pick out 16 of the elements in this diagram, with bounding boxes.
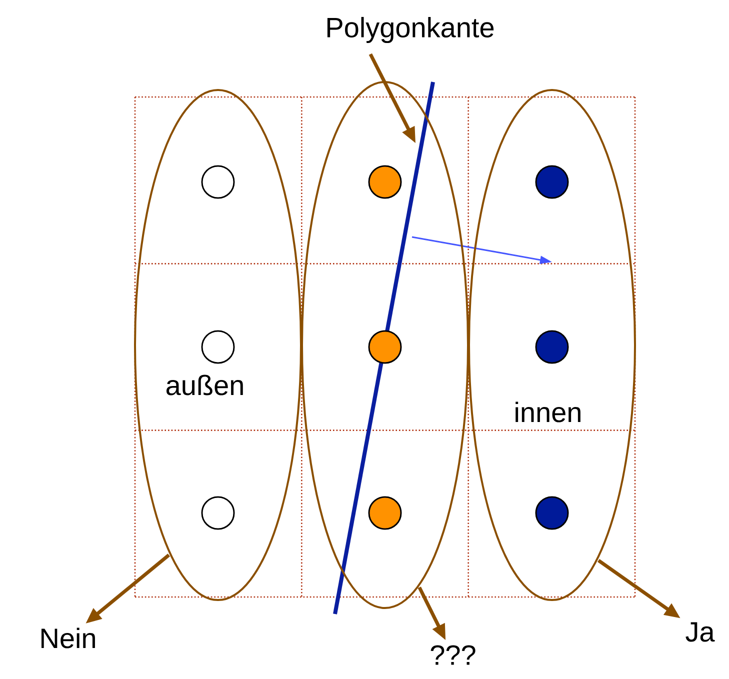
sample-point [535,165,569,199]
text-label: Polygonkante [327,16,494,44]
text-label: Ja [686,622,715,642]
sample-point [201,330,235,364]
region-label: innen [516,402,580,422]
sample-point [201,165,235,199]
text-label: ??? [430,645,476,665]
sample-point [368,165,402,199]
ellipse [301,81,469,609]
sample-point [535,330,569,364]
sample-point [368,330,402,364]
sample-point [535,496,569,530]
sample-point [368,496,402,530]
region-label: außen [166,374,243,396]
sample-point [201,496,235,530]
text-label: Nein [42,628,95,648]
